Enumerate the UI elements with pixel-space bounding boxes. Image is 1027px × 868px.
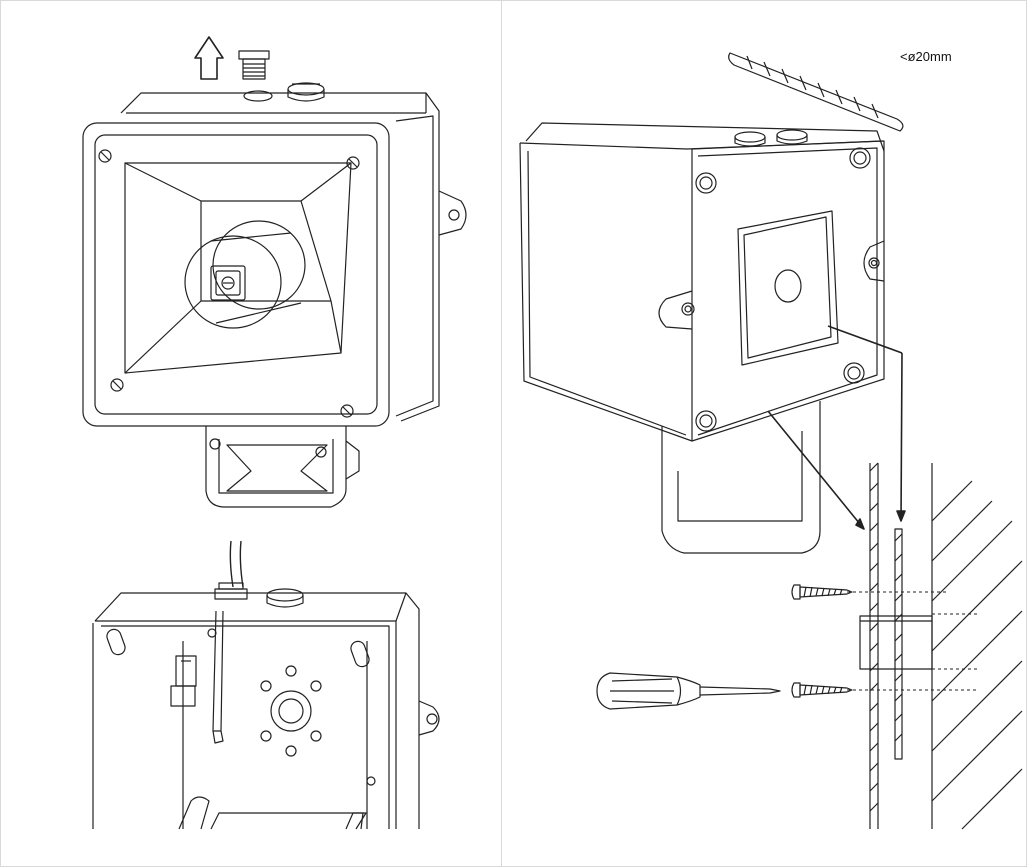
mounting-surface <box>859 462 1023 830</box>
screw-icon <box>791 682 853 698</box>
cable-gland-top <box>287 82 325 102</box>
enclosure-back-view <box>519 122 885 554</box>
screw-icon <box>791 584 853 600</box>
left-illustration <box>82 36 467 830</box>
gland-hole <box>243 90 273 102</box>
drill-bit-icon <box>728 52 904 132</box>
right-panel: <ø20mm <box>501 0 1027 867</box>
drill-size-label: <ø20mm <box>900 49 952 64</box>
cable-gland-removed <box>238 50 270 80</box>
open-enclosure <box>92 540 440 830</box>
drill-centre-lines <box>847 591 978 691</box>
screwdriver-icon <box>596 672 781 710</box>
leader-arrows <box>767 325 906 530</box>
sounder-enclosure <box>82 92 467 508</box>
arrow-up-icon <box>194 36 224 80</box>
left-panel <box>0 0 502 867</box>
right-illustration <box>519 52 1023 830</box>
